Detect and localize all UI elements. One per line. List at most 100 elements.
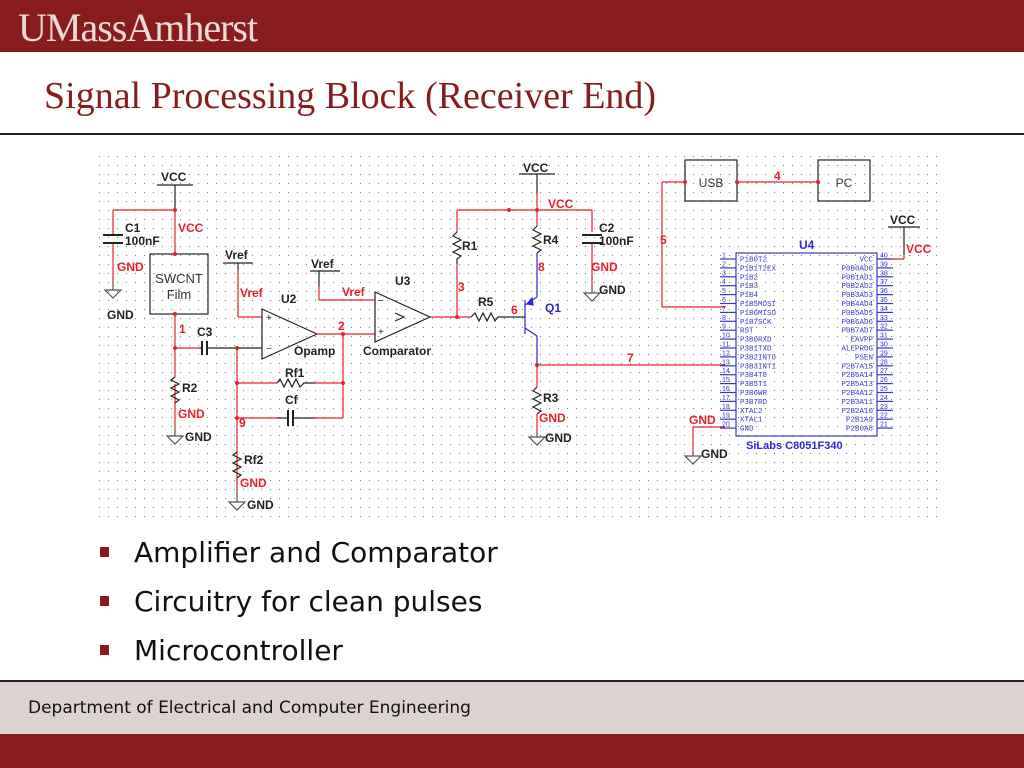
junction-dots [173, 180, 820, 420]
net-label-6: 6 [511, 303, 518, 317]
mcu-pin-name: P1B0T2 [740, 257, 767, 265]
mcu-pin-name: P0B1AD1 [841, 274, 873, 282]
u3-ref: U3 [395, 274, 411, 288]
footer-divider [0, 680, 1024, 682]
gnd-net-label-r3: GND [539, 411, 566, 425]
mcu-pin-name: P3B2INT0 [740, 354, 777, 362]
gnd-symbol-c1 [103, 282, 123, 299]
mcu-pin-name: P3B1TXD [740, 346, 772, 354]
mcu-pin-number: 38 [880, 270, 888, 277]
gnd-net-label-c2: GND [591, 260, 618, 274]
net-5 [661, 181, 725, 308]
umass-logo: UMassAmherst [18, 5, 258, 50]
capacitor-c3 [199, 341, 237, 355]
vcc-label-right: VCC [890, 213, 916, 227]
mcu-pin-name: P2B6A14 [841, 372, 873, 380]
net-label-2: 2 [338, 319, 345, 333]
swcnt-film-block [149, 253, 209, 315]
mcu-pin-name: P3B3INT1 [740, 363, 777, 371]
mcu-pin-number: 24 [880, 395, 888, 402]
mcu-left-pins: 1P1B0T22P1B1T2EX3P1B24P1B35P1B46P1B5MOSI… [722, 253, 777, 434]
mcu-pin-number: 29 [880, 350, 888, 357]
rf1-ref: Rf1 [285, 366, 305, 380]
mcu-pin-name: P3B6WR [740, 390, 768, 398]
mcu-pin-number: 10 [722, 333, 730, 340]
mcu-pin-number: 37 [880, 279, 888, 286]
mcu-pin-name: P0B4AD4 [841, 301, 873, 309]
mcu-pin-number: 35 [880, 297, 888, 304]
mcu-pin-number: 22 [880, 413, 888, 420]
bottom-bar [0, 734, 1024, 768]
bullet-marker [100, 596, 109, 606]
vcc-label-mid: VCC [523, 161, 549, 175]
resistor-r3 [531, 386, 543, 415]
vcc-net-label-mid: VCC [548, 197, 574, 211]
mcu-pin-name: P2B1A9 [846, 417, 873, 425]
mcu-right-pins: 40VCC39P0B0AD038P0B1AD137P0B2AD236P0B3AD… [841, 253, 887, 434]
u2-type: Opamp [294, 344, 335, 358]
mcu-pin-name: P0B7AD7 [841, 328, 873, 336]
comparator-minus-pin: − [378, 296, 384, 307]
mcu-pin-name: EAVPP [850, 337, 873, 345]
mcu-pin-name: XTAL2 [740, 408, 763, 416]
net-label-1: 1 [179, 322, 186, 336]
cf-ref: Cf [285, 393, 299, 407]
net-7 [536, 364, 725, 432]
vcc-label-left: VCC [161, 170, 187, 184]
gnd-label-r2: GND [185, 430, 212, 444]
mcu-pin-number: 40 [880, 253, 888, 260]
mcu-pin-number: 31 [880, 333, 888, 340]
sensor-label-line1: SWCNT [155, 271, 203, 286]
mcu-pin-name: PSEN [855, 354, 873, 362]
gnd-net-label-r2: GND [178, 407, 205, 421]
vref-net-label-u2: Vref [240, 286, 264, 300]
mcu-pin-name: P3B5T1 [740, 381, 768, 389]
mcu-pin-number: 6 [722, 297, 726, 304]
bullet-item: Amplifier and Comparator [100, 528, 498, 577]
mcu-pin-name: P0B5AD5 [841, 310, 873, 318]
net-label-9: 9 [239, 416, 246, 430]
mcu-pin-number: 11 [722, 342, 729, 349]
r4-ref: R4 [543, 233, 559, 247]
mcu-pin-number: 17 [722, 395, 730, 402]
vcc-net-label-left: VCC [178, 221, 204, 235]
mcu-pin-number: 25 [880, 386, 888, 393]
mcu-pin-number: 9 [722, 324, 726, 331]
mcu-pin-number: 39 [880, 261, 888, 268]
mcu-pin-number: 1 [722, 253, 726, 260]
mcu-pin-name: P2B4A12 [841, 390, 873, 398]
c2-value: 100nF [599, 234, 634, 248]
header-bar: UMassAmherst [0, 0, 1024, 52]
mcu-pin-name: P0B6AD6 [841, 319, 873, 327]
mcu-pin-name: P2B2A10 [841, 408, 873, 416]
net-label-8: 8 [538, 260, 545, 274]
department-name: Department of Electrical and Computer En… [28, 698, 471, 718]
gnd-label-rf2: GND [247, 498, 274, 512]
gnd-symbol-c2 [582, 287, 602, 302]
mcu-pin-name: P0B0AD0 [841, 265, 873, 273]
mcu-pin-name: VCC [859, 257, 873, 265]
bullet-text: Amplifier and Comparator [134, 536, 498, 569]
mcu-pin-name: GND [740, 426, 754, 434]
net-label-7: 7 [627, 351, 634, 365]
footer-bar: Department of Electrical and Computer En… [0, 682, 1024, 734]
mcu-u4-body [735, 252, 878, 437]
c1-value: 100nF [125, 234, 160, 248]
gnd-label-c1: GND [107, 308, 134, 322]
mcu-pin-name: P0B3AD3 [841, 292, 873, 300]
vcc-net-label-mcu: VCC [906, 242, 932, 256]
mcu-pin-name: P3B4T0 [740, 372, 768, 380]
mcu-pin-number: 15 [722, 377, 730, 384]
resistor-rf2 [231, 451, 243, 479]
mcu-pin-name: RST [740, 328, 754, 336]
mcu-pin-number: 26 [880, 377, 888, 384]
net-vref-u3 [318, 286, 375, 301]
u4-ref: U4 [799, 238, 815, 252]
gnd-symbol-r3 [527, 432, 547, 446]
u4-part-name: SiLabs C8051F340 [746, 440, 843, 452]
gnd-symbol-rf2 [227, 492, 247, 511]
gnd-label-c2: GND [599, 283, 626, 297]
vcc-symbol-right [888, 226, 920, 255]
circuit-schematic: VCC VCC C1 100nF GND GND SWCNT Film 1 C3… [95, 152, 937, 520]
net-gnd-mcu [692, 426, 725, 452]
